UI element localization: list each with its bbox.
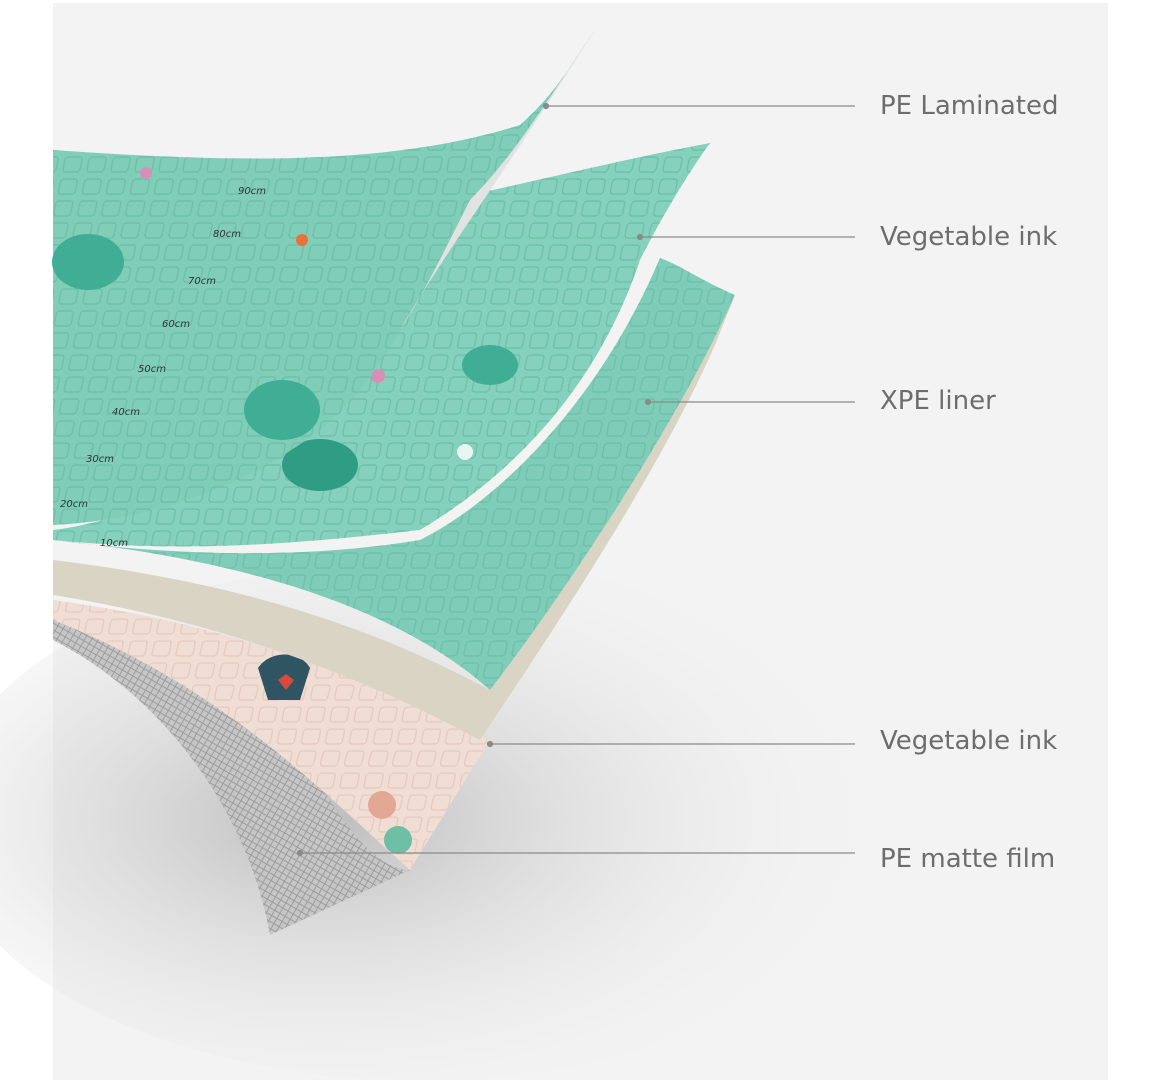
ruler-mark: 60cm [162,319,190,330]
leader-line-pe-matte-film [296,849,855,857]
leader-line-xpe-liner [644,398,855,406]
leader-line-vegetable-ink-top [636,233,855,241]
elephant-illustration [462,345,518,385]
label-pe-laminated: PE Laminated [880,91,1059,121]
ruler-mark: 20cm [60,499,88,510]
label-xpe-liner: XPE liner [880,386,996,416]
label-pe-matte-film: PE matte film [880,844,1056,874]
leader-line-vegetable-ink-bottom [486,740,855,748]
leader-line-pe-laminated [542,102,855,110]
layer-xpe-liner [53,258,735,740]
elephant-illustration [244,380,320,440]
ruler-mark: 70cm [188,276,216,287]
ruler-mark: 30cm [86,454,114,465]
label-vegetable-ink-top: Vegetable ink [880,222,1058,252]
ruler-mark: 50cm [138,364,166,375]
ruler-mark: 40cm [112,407,140,418]
ruler-mark: 80cm [213,229,241,240]
elephant-illustration [52,234,124,290]
label-vegetable-ink-bottom: Vegetable ink [880,726,1058,756]
ruler-mark: 10cm [100,538,128,549]
ruler-mark: 90cm [238,186,266,197]
layer-vegetable-ink-bottom [53,600,490,870]
height-ruler: 90cm 80cm 70cm 60cm 50cm 40cm 30cm 20cm … [60,186,266,549]
elephant-illustration [282,439,358,491]
layer-pe-matte-film [53,610,410,935]
